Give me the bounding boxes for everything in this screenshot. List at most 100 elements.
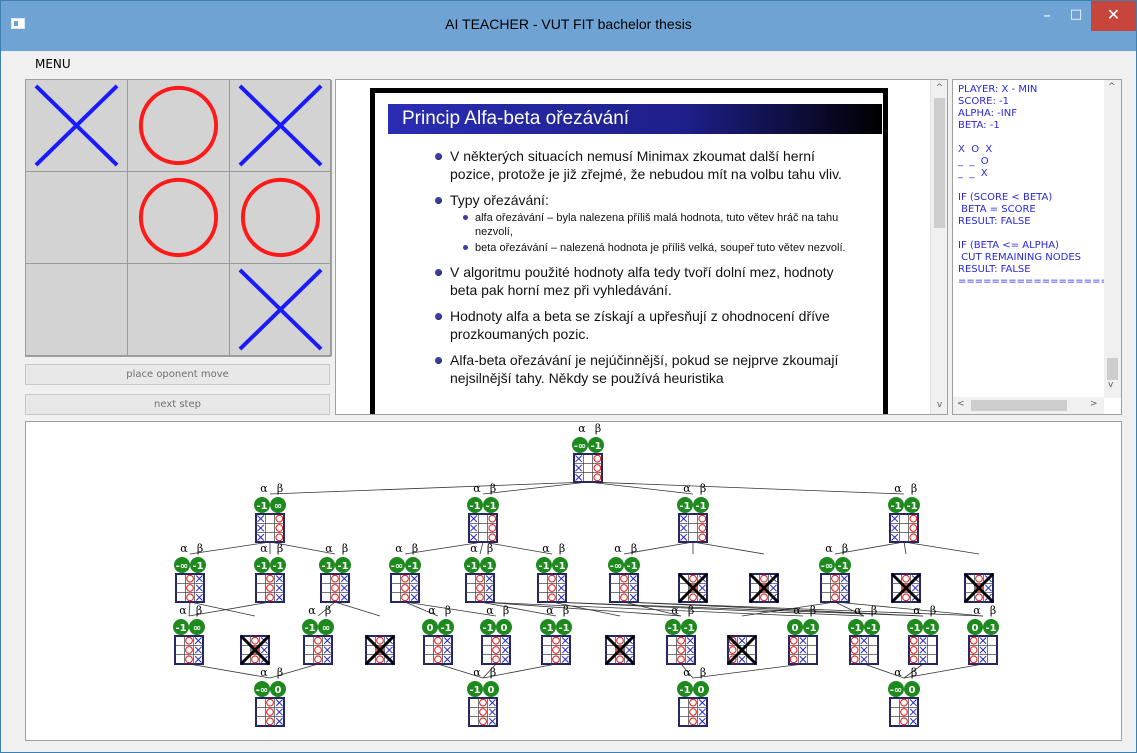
tree-edge [189,541,271,555]
beta-label: β [990,604,996,617]
scroll-thumb[interactable] [1107,358,1118,380]
value-badge [624,557,640,573]
value-badge-text: ∞ [274,501,282,512]
board-cell[interactable] [128,172,230,264]
value-badge-text: -1 [695,501,706,512]
value-badge [189,619,205,635]
tree-node [890,572,922,604]
value-badge-text: -1 [466,561,477,572]
tree-node: α-∞β-1 [572,422,604,483]
alpha-label: α [260,666,268,679]
value-badge [904,497,920,513]
board-cell[interactable] [26,264,128,356]
tree-edge [437,663,484,679]
value-badge [588,437,604,453]
tree-node: α-∞β0 [888,666,920,727]
board-cell[interactable] [128,80,230,172]
x-mark-icon [238,84,323,167]
menu-item[interactable]: MENU [35,57,71,71]
tree-edge [903,541,980,555]
tree-node: α-1β-1 [907,604,939,665]
tree-node [239,634,271,666]
beta-label: β [930,604,936,617]
value-badge [422,619,438,635]
tree-edge [903,663,984,679]
scroll-left-arrow-icon[interactable]: < [957,399,965,409]
scroll-right-arrow-icon[interactable]: > [1090,399,1098,409]
alpha-label: α [470,542,478,555]
tree-edge [863,663,905,679]
value-badge [803,619,819,635]
alpha-label: α [428,604,436,617]
scroll-up-arrow-icon[interactable]: ^ [1108,82,1116,92]
tree-node: α-1β-1 [467,482,499,543]
beta-label: β [688,604,694,617]
board-cell[interactable] [230,80,332,172]
board-cell[interactable] [26,80,128,172]
tree-edge [482,663,497,679]
alpha-label: α [894,666,902,679]
value-badge [967,619,983,635]
value-badge-text: -1 [890,501,901,512]
next-step-button[interactable]: next step [25,394,330,415]
value-badge-text: -1 [558,623,569,634]
value-badge-text: -1 [590,441,601,452]
value-badge [467,497,483,513]
tree-edge [741,601,836,617]
value-badge [904,681,920,697]
minimize-button[interactable]: – [1043,6,1051,24]
maximize-button[interactable]: □ [1069,7,1083,22]
title-bar[interactable]: AI TEACHER - VUT FIT bachelor thesis – □… [1,1,1136,51]
place-opponent-move-button[interactable]: place oponent move [25,364,330,385]
value-badge-text: -1 [469,501,480,512]
value-badge [848,619,864,635]
tree-edges [188,481,984,679]
beta-label: β [490,666,496,679]
tree-node: α-1β-1 [888,482,920,543]
value-badge-text: -1 [906,501,917,512]
tree-edge [269,481,589,495]
beta-label: β [445,604,451,617]
beta-label: β [871,604,877,617]
value-badge-text: 0 [275,685,282,696]
log-horizontal-scrollbar[interactable]: < > [953,397,1104,414]
scroll-thumb[interactable] [971,400,1067,411]
alpha-label: α [486,604,494,617]
slide-vertical-scrollbar[interactable]: ^ v [930,80,947,414]
scroll-down-arrow-icon[interactable]: v [1108,380,1114,390]
tree-node: α-1β0 [480,604,512,665]
board-cell[interactable] [230,264,332,356]
value-badge [677,497,693,513]
algorithm-log-pane[interactable]: PLAYER: X - MIN SCORE: -1 ALPHA: -INF BE… [952,79,1122,415]
tree-node: α-∞β-1 [608,542,640,603]
log-vertical-scrollbar[interactable]: ^ v [1104,80,1121,398]
tree-edge [587,481,694,495]
board-cell[interactable] [230,172,332,264]
board-cell[interactable] [128,264,230,356]
value-badge [665,619,681,635]
value-badge-text: -1 [909,623,920,634]
o-mark-icon [138,177,219,258]
scroll-thumb[interactable] [934,98,945,228]
value-badge-text: -1 [679,501,690,512]
board-cell[interactable] [26,172,128,264]
tree-edge [680,663,694,679]
tree-edge [551,601,924,617]
o-mark-icon [240,177,321,258]
scroll-down-arrow-icon[interactable]: v [936,400,943,410]
alpha-label: α [578,422,586,435]
close-button[interactable]: ✕ [1091,1,1136,31]
alpha-label: α [825,542,833,555]
scroll-up-arrow-icon[interactable]: ^ [935,83,944,93]
tree-node: α-∞β-1 [389,542,421,603]
value-badge [464,557,480,573]
alpha-label: α [683,666,691,679]
slide-bullet: V některých situacích nemusí Minimax zko… [435,147,855,183]
value-badge [335,557,351,573]
tree-edge [269,663,319,679]
value-badge [540,619,556,635]
lecture-slide-pane[interactable]: Princip Alfa-beta ořezávání V některých … [335,79,948,415]
value-badge-text: -1 [175,623,186,634]
value-badge [319,557,335,573]
